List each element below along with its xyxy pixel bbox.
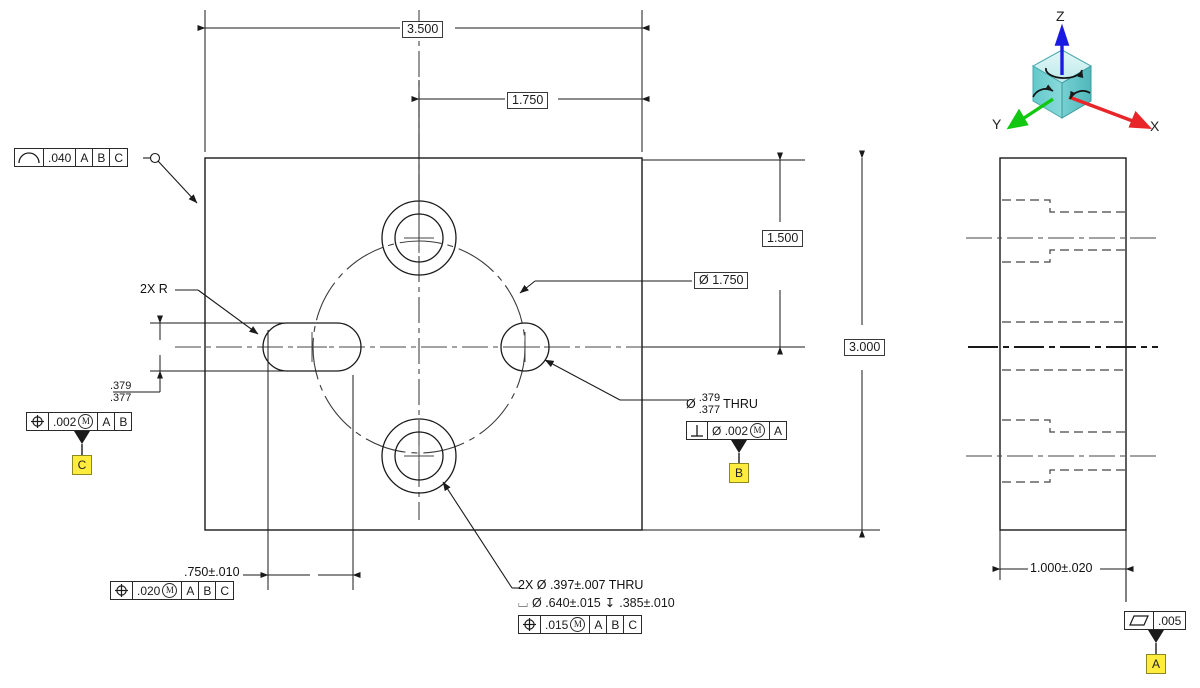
depth-icon: ↧ [604,595,616,610]
mmc-modifier-icon: M [570,617,586,632]
datum-label-a[interactable]: A [1146,654,1166,674]
slot-left [262,322,362,372]
diameter-icon: Ø [686,397,696,412]
fcf-position-location-datum-a: A [182,582,200,599]
axis-arrow-y [1006,97,1054,130]
counterbored-hole-bottom [381,418,457,494]
profile-of-surface-icon [15,149,44,166]
hole-center-marks [297,223,540,471]
leader-2x-holes [442,481,520,589]
dim-label-1750: 1.750 [507,92,549,109]
fcf-profile-datum-b: B [93,149,111,166]
dim-label-750: .750±.010 [184,565,240,579]
datum-indicator-b [731,440,747,463]
fcf-position-location-datum-c: C [220,583,230,598]
axis-label-x: X [1150,118,1160,134]
side-view-outline [999,157,1127,531]
axis-label-z: Z [1056,8,1065,24]
callout-2x-holes: 2X Ø .397±.007 THRU ⌴ Ø .640±.015 ↧ .385… [518,579,675,611]
dim-3000 [642,150,880,538]
diameter-icon: Ø [712,423,722,438]
mmc-modifier-icon: M [78,414,94,429]
slot-width-upper: .379 [110,380,132,392]
fcf-profile-surface[interactable]: .040 A B C [14,148,129,167]
side-view-hidden-lines [1002,199,1126,483]
callout-2x-line1: 2X Ø .397±.007 THRU [518,578,644,592]
leader-bolt-circle [519,280,692,294]
axis-arrow-x [1068,95,1153,129]
fcf-parallelism-bottom[interactable]: .005 [1124,611,1187,630]
counterbore-icon: ⌴ [518,594,529,610]
leader-thru-hole [544,359,688,401]
axis-arrow-z [1054,23,1070,75]
thru-lower: .377 [698,403,721,416]
cbore-depth: .385±.010 [619,595,675,610]
leader-profile [143,152,198,204]
position-icon [111,582,133,599]
fcf-profile-tolerance: .040 [44,149,77,166]
dim-label-bolt-circle: Ø 1.750 [694,272,749,289]
side-view-centerlines [966,237,1160,457]
fcf-position-2x-datum-a: A [590,616,608,633]
fcf-parallelism-tolerance: .005 [1158,613,1182,628]
thru-hole-right [500,322,550,372]
fcf-perp-datum-a: A [774,423,783,438]
dim-label-1500: 1.500 [762,230,804,247]
fcf-profile-datum-c: C [114,150,124,165]
thru-suffix: THRU [723,397,758,412]
mmc-modifier-icon: M [162,583,178,598]
fcf-position-2x-datum-b: B [607,616,625,633]
cbore-diameter: Ø .640±.015 [532,595,601,610]
datum-label-b[interactable]: B [729,463,749,483]
front-view-centerlines [175,10,805,520]
datum-indicator-a [1148,630,1164,654]
dim-label-slot-width: .379 .377 [110,380,132,404]
datum-indicator-c [74,431,90,455]
dim-1500 [642,152,805,355]
fcf-position-2x-datum-c: C [628,617,638,632]
parallelism-icon [1125,612,1154,629]
dim-slot-width [113,315,290,393]
leader-2xr [175,289,259,335]
datum-label-c[interactable]: C [72,455,92,475]
axis-label-y: Y [992,116,1002,132]
mmc-modifier-icon: M [750,423,766,438]
dim-1750 [411,80,650,215]
dim-label-1000: 1.000±.020 [1030,561,1093,575]
position-icon [27,413,49,430]
dim-750 [243,330,361,590]
dim-label-3500: 3.500 [402,21,444,38]
callout-thru-hole: Ø .379 .377 THRU [686,392,758,416]
fcf-position-slot-datum-a: A [98,413,116,430]
fcf-profile-datum-a: A [76,149,94,166]
front-view-outline [204,157,643,531]
axis-rotation-arrows [1032,67,1091,100]
fcf-position-slot-datum-b: B [119,414,128,429]
callout-2x-line2: ⌴ Ø .640±.015 ↧ .385±.010 [518,595,675,611]
slot-width-lower: .377 [110,391,132,404]
position-icon [519,616,541,633]
perpendicularity-icon [687,422,708,439]
dim-label-3000: 3.000 [844,339,886,356]
thru-upper: .379 [698,392,721,404]
note-2x-r: 2X R [140,282,168,296]
fcf-position-location-datum-b: B [199,582,217,599]
